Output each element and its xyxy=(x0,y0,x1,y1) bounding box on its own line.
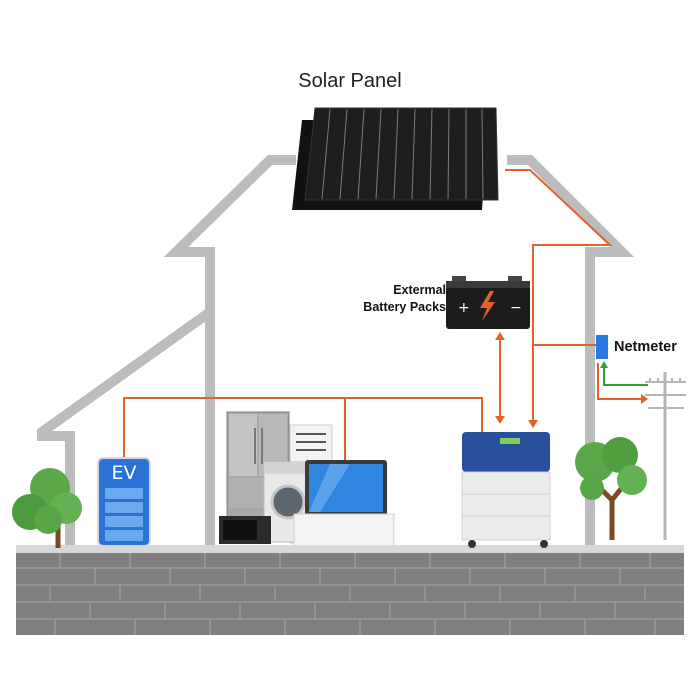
microwave-icon xyxy=(219,516,271,544)
battery-label-line1: Extermal xyxy=(393,283,446,297)
external-battery-label: Extermal Battery Packs xyxy=(332,282,446,316)
battery-arrow xyxy=(495,332,505,424)
utility-pole-icon xyxy=(645,372,686,540)
power-wiring xyxy=(123,169,613,462)
solar-panel-title: Solar Panel xyxy=(298,70,402,92)
svg-text:+: + xyxy=(458,300,470,316)
ground xyxy=(16,545,684,635)
ev-charger-icon xyxy=(97,457,151,547)
grid-wiring xyxy=(597,361,648,400)
lightning-icon xyxy=(480,291,495,321)
netmeter-label: Netmeter xyxy=(614,339,677,355)
inverter-battery-icon xyxy=(461,432,551,548)
battery-icon: + − xyxy=(446,276,530,329)
house-outline xyxy=(37,155,635,545)
solar-panel-icon xyxy=(292,107,499,210)
netmeter-icon xyxy=(596,335,608,359)
laptop-icon xyxy=(293,460,395,547)
tree-icon xyxy=(575,437,647,540)
ev-label: EV xyxy=(111,462,137,484)
svg-text:−: − xyxy=(510,300,522,316)
arrows xyxy=(528,394,648,428)
battery-label-line2: Battery Packs xyxy=(363,300,446,314)
tree-icon xyxy=(12,468,82,548)
